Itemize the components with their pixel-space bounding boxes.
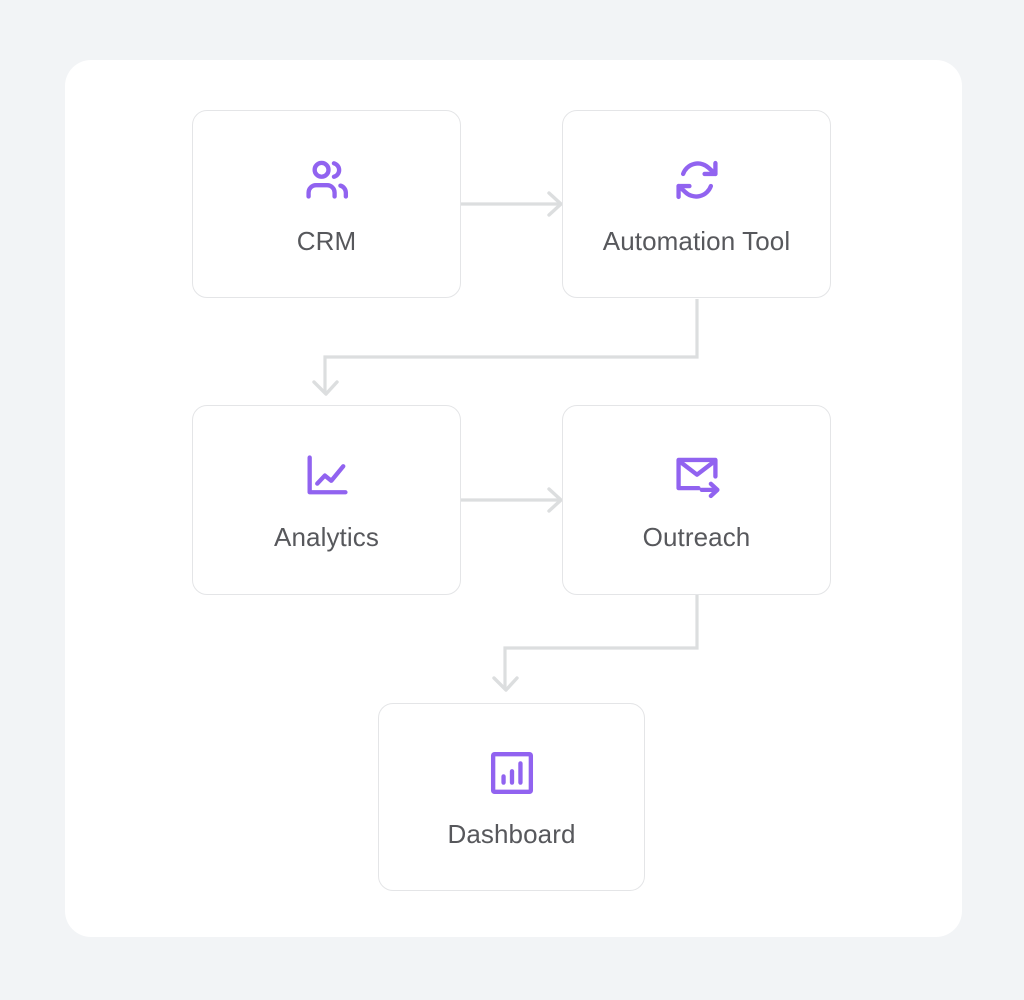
- mail-send-icon: [675, 457, 720, 499]
- node-dashboard[interactable]: Dashboard: [378, 703, 645, 891]
- node-label-analytics: Analytics: [274, 522, 379, 552]
- node-crm[interactable]: CRM: [192, 110, 461, 298]
- node-automation-tool[interactable]: Automation Tool: [562, 110, 831, 298]
- edge-crm-to-automation: [461, 191, 563, 217]
- bar-chart-frame-icon: [490, 751, 533, 795]
- node-label-dashboard: Dashboard: [447, 819, 576, 849]
- node-outreach[interactable]: Outreach: [562, 405, 831, 595]
- edge-automation-to-analytics: [312, 299, 699, 396]
- users-icon: [305, 160, 348, 199]
- node-analytics[interactable]: Analytics: [192, 405, 461, 595]
- node-label-outreach: Outreach: [642, 522, 751, 552]
- refresh-sync-icon: [675, 160, 718, 200]
- diagram-canvas-card: CRM Automation Tool Analytics: [65, 60, 962, 937]
- node-label-crm: CRM: [296, 226, 357, 256]
- line-chart-icon: [307, 455, 348, 495]
- node-label-automation-tool: Automation Tool: [602, 226, 791, 256]
- edge-outreach-to-dashboard: [492, 595, 699, 692]
- edge-analytics-to-outreach: [461, 487, 563, 513]
